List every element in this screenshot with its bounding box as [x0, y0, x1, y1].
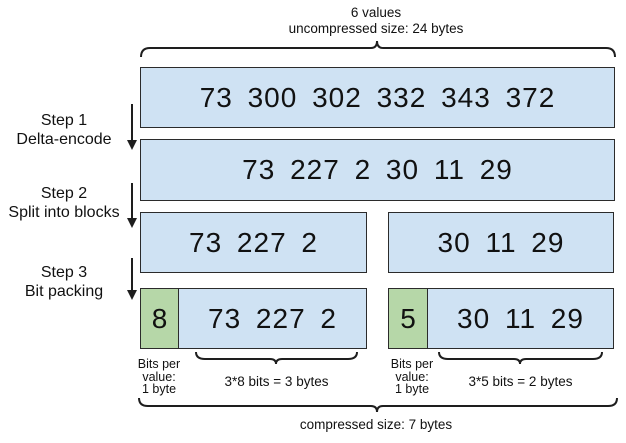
packed-block-2-bits-value: 5 — [400, 302, 416, 334]
packed-block-1-size-brace — [195, 351, 358, 365]
bits-per-value-note-1-line2: value: — [142, 369, 176, 384]
packed-block-1-bits-value: 8 — [151, 302, 168, 334]
bits-per-value-note-1-line1: Bits per — [137, 357, 181, 371]
delta-values-box: 73 227 2 30 11 29 — [140, 139, 615, 201]
packed-block-2-size-brace — [438, 351, 603, 365]
bits-per-value-note-2-line1: Bits per — [390, 357, 434, 371]
packed-block-2: 5 30 11 29 — [388, 288, 614, 349]
values-count-text: 6 values — [350, 5, 402, 20]
uncompressed-span-brace — [140, 40, 616, 58]
uncompressed-size-text: uncompressed size: 24 bytes — [288, 21, 464, 36]
step-2-title: Step 2 — [40, 185, 88, 202]
step-1-down-arrow-icon — [127, 104, 137, 150]
packed-block-2-size-note: 3*5 bits = 2 bytes — [468, 374, 573, 389]
block-2-box: 30 11 29 — [388, 212, 614, 273]
step-1-title: Step 1 — [40, 112, 88, 129]
packed-block-1-values-cell: 73 227 2 — [179, 289, 366, 348]
packed-block-1-values-text: 73 227 2 — [208, 302, 337, 334]
block-1-box: 73 227 2 — [140, 212, 367, 273]
bits-per-value-note-1-line3: 1 byte — [141, 382, 177, 396]
bits-per-value-note-2: Bits per value: 1 byte — [384, 358, 440, 396]
step-1-subtitle: Delta-encode — [16, 131, 112, 148]
packed-block-2-bits-cell: 5 — [389, 289, 428, 348]
packed-block-2-values-cell: 30 11 29 — [428, 289, 613, 348]
step-3-label: Step 3 Bit packing — [0, 263, 128, 301]
step-3-down-arrow-icon — [127, 258, 137, 300]
step-3-subtitle: Bit packing — [24, 283, 104, 300]
step-1-label: Step 1 Delta-encode — [0, 111, 128, 149]
bits-per-value-note-1: Bits per value: 1 byte — [131, 358, 187, 396]
bits-per-value-note-2-line3: 1 byte — [394, 382, 430, 396]
bits-per-value-note-2-line2: value: — [395, 369, 429, 384]
step-2-label: Step 2 Split into blocks — [0, 184, 128, 222]
step-2-subtitle: Split into blocks — [8, 204, 120, 221]
delta-values-text: 73 227 2 30 11 29 — [242, 154, 513, 185]
block-2-text: 30 11 29 — [437, 226, 565, 258]
compressed-span-brace — [138, 397, 618, 413]
original-values-box: 73 300 302 332 343 372 — [140, 67, 615, 128]
packed-block-1: 8 73 227 2 — [140, 288, 367, 349]
packed-block-1-size-note: 3*8 bits = 3 bytes — [224, 374, 329, 389]
compressed-size-label: compressed size: 7 bytes — [299, 417, 453, 432]
step-3-title: Step 3 — [40, 264, 88, 281]
step-2-down-arrow-icon — [127, 183, 137, 228]
uncompressed-summary: 6 values uncompressed size: 24 bytes — [176, 5, 576, 37]
packed-block-2-values-text: 30 11 29 — [457, 302, 584, 334]
packed-block-1-bits-cell: 8 — [141, 289, 179, 348]
original-values-text: 73 300 302 332 343 372 — [199, 81, 556, 113]
block-1-text: 73 227 2 — [189, 226, 318, 258]
